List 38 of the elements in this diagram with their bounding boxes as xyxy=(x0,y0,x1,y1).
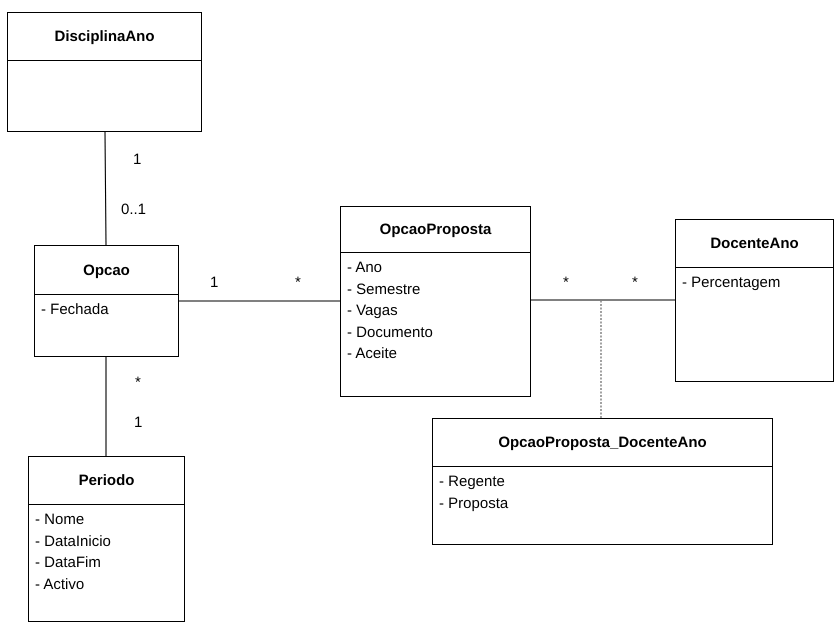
multiplicity-label: 0..1 xyxy=(121,201,146,218)
association-line xyxy=(179,300,340,302)
multiplicity-label: * xyxy=(632,274,638,291)
class-name: OpcaoProposta_DocenteAno xyxy=(498,434,707,451)
attribute-text: - Percentagem xyxy=(682,273,780,293)
attribute-text: - Activo xyxy=(35,574,84,594)
attribute-text: - DataFim xyxy=(35,553,101,573)
class-box xyxy=(432,418,773,545)
attribute-text: - Regente xyxy=(439,472,505,492)
attribute-text: - Documento xyxy=(347,322,433,342)
multiplicity-label: 1 xyxy=(134,414,142,431)
multiplicity-label: * xyxy=(135,374,141,391)
attribute-text: - Ano xyxy=(347,258,382,278)
multiplicity-label: 1 xyxy=(133,151,142,168)
multiplicity-label: 1 xyxy=(210,274,218,291)
class-name: Opcao xyxy=(83,262,130,278)
association-line xyxy=(105,357,107,456)
class-name: DocenteAno xyxy=(710,235,799,252)
multiplicity-label: * xyxy=(295,274,301,291)
attribute-text: - Aceite xyxy=(347,344,398,364)
attribute-text: - Proposta xyxy=(439,494,508,514)
attribute-text: - Semestre xyxy=(347,280,420,300)
class-box xyxy=(34,245,179,357)
attribute-text: - Fechada xyxy=(41,300,109,320)
class-box xyxy=(675,219,834,382)
class-name: OpcaoProposta xyxy=(380,221,492,238)
attribute-text: - Vagas xyxy=(347,301,398,321)
multiplicity-label: * xyxy=(563,274,569,291)
class-name: Periodo xyxy=(78,472,134,489)
class-box xyxy=(28,456,185,622)
association-line xyxy=(104,132,107,245)
association-class-line xyxy=(600,301,602,418)
association-line xyxy=(531,299,675,301)
class-name: DisciplinaAno xyxy=(54,28,154,45)
attribute-text: - DataInicio xyxy=(35,532,111,552)
attribute-text: - Nome xyxy=(35,510,84,530)
class-box xyxy=(7,12,202,132)
class-box xyxy=(340,206,531,397)
